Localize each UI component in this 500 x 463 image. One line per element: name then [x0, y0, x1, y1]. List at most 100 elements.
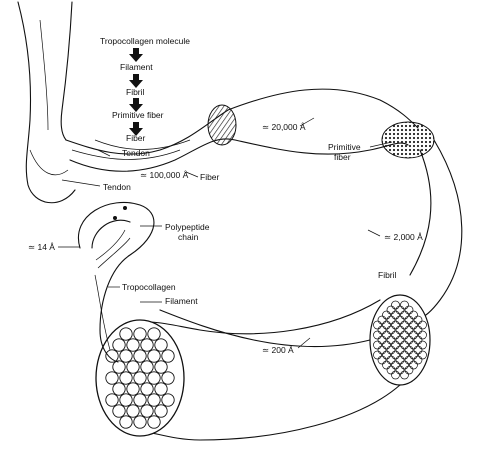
filament-unit — [133, 371, 147, 385]
filament-unit — [112, 360, 126, 374]
fibril-subunit — [386, 355, 396, 365]
filament-unit — [161, 349, 175, 363]
label-polypeptide-2: chain — [178, 232, 199, 242]
fibril-subunit — [409, 310, 418, 320]
fibril-subunit — [377, 345, 387, 355]
fibril-subunit — [391, 360, 400, 370]
fibril-subunit — [373, 320, 382, 330]
filament-unit — [147, 371, 161, 385]
fibril-subunit — [400, 340, 409, 350]
filament-unit — [133, 349, 147, 363]
filament-unit — [119, 371, 133, 385]
fibril-subunit — [409, 340, 418, 350]
fibril-subunit — [391, 330, 400, 340]
labels: Tropocollagen molecule Filament Fibril P… — [28, 36, 423, 355]
fibril-subunit — [400, 360, 409, 370]
fibril-subunit — [413, 315, 423, 325]
fibril-subunit — [382, 360, 391, 370]
fibril-subunit — [373, 330, 382, 340]
hierarchy-arrows — [129, 48, 143, 136]
fibril-subunit — [409, 320, 418, 330]
tropocollagen-molecule — [77, 201, 155, 363]
filament-unit — [112, 404, 126, 418]
fibril-subunit — [400, 320, 409, 330]
filament-unit — [161, 393, 175, 407]
fibril-subunit — [386, 335, 396, 345]
fibril-subunit — [413, 335, 423, 345]
fibril-subunit — [391, 370, 400, 380]
fibril-subunit — [382, 310, 391, 320]
fibril-subunit — [395, 365, 405, 375]
filament-unit — [161, 371, 175, 385]
fibril-subunit — [413, 325, 423, 335]
fibril-subunit — [400, 350, 409, 360]
filament-unit — [126, 360, 140, 374]
fibril-subunit — [418, 320, 427, 330]
filament-unit — [119, 327, 133, 341]
filament-unit — [119, 349, 133, 363]
filament-unit — [154, 404, 168, 418]
fibril-subunit — [404, 335, 414, 345]
fibril-subunit — [395, 305, 405, 315]
label-size-tropocollagen: ≃ 14 Å — [28, 242, 55, 252]
fibril-subunit — [400, 370, 409, 380]
fibril-subunit — [418, 350, 427, 360]
filament-unit — [147, 327, 161, 341]
filament-unit — [140, 338, 154, 352]
fibril-subunit — [395, 325, 405, 335]
fibril-subunit — [409, 360, 418, 370]
label-hier-fibril: Fibril — [126, 87, 145, 97]
fibril-subunit — [395, 335, 405, 345]
label-tropocollagen-molecule: Tropocollagen molecule — [100, 36, 190, 46]
fibril-subunit — [400, 330, 409, 340]
fibril-subunit — [386, 345, 396, 355]
filament-unit — [105, 393, 119, 407]
fibril-subunit — [373, 350, 382, 360]
fibril-subunit — [377, 355, 387, 365]
fibril-subunit — [404, 345, 414, 355]
filament-unit — [147, 415, 161, 429]
fibril-subunit — [391, 350, 400, 360]
label-size-fibril: ≃ 2,000 Å — [384, 232, 423, 242]
label-primitive-fiber-1: Primitive — [328, 142, 361, 152]
fibril-subunit — [418, 330, 427, 340]
filament-unit — [147, 393, 161, 407]
fibril-subunit — [373, 340, 382, 350]
label-filament: Filament — [165, 296, 198, 306]
label-fiber: Fiber — [200, 172, 220, 182]
primitive-fiber-cross-section — [381, 121, 435, 159]
fibril-subunit — [386, 365, 396, 375]
tendon-pointer-lines — [61, 149, 111, 187]
label-size-fiber: ≃ 100,000 Å — [140, 170, 189, 180]
filament-unit — [154, 338, 168, 352]
fibril-subunit — [418, 340, 427, 350]
filament-unit — [126, 404, 140, 418]
label-hier-tendon: Tendon — [122, 148, 150, 158]
fibril-subunit — [395, 355, 405, 365]
filament-unit — [126, 338, 140, 352]
fibril-subunit — [409, 350, 418, 360]
fibril-subunit — [377, 315, 387, 325]
filament-unit — [112, 382, 126, 396]
filament-unit — [154, 382, 168, 396]
filament-unit — [140, 382, 154, 396]
label-polypeptide-1: Polypeptide — [165, 222, 210, 232]
fibril-subunit — [404, 315, 414, 325]
fibril-subunit — [395, 315, 405, 325]
fibril-subunit — [386, 315, 396, 325]
filament-unit — [112, 338, 126, 352]
fibril-cross-section — [369, 294, 431, 386]
label-hier-primitive-fiber: Primitive fiber — [112, 110, 164, 120]
filament-unit — [126, 382, 140, 396]
fiber-cross-section — [207, 104, 237, 146]
fibril-subunit — [391, 340, 400, 350]
fibril-subunit — [391, 300, 400, 310]
filament-unit — [147, 349, 161, 363]
fibril-subunit — [391, 310, 400, 320]
fibril-subunit — [382, 340, 391, 350]
fibril-subunit — [382, 330, 391, 340]
filament-unit — [140, 404, 154, 418]
filament-unit — [133, 393, 147, 407]
fibril-subunit — [400, 300, 409, 310]
